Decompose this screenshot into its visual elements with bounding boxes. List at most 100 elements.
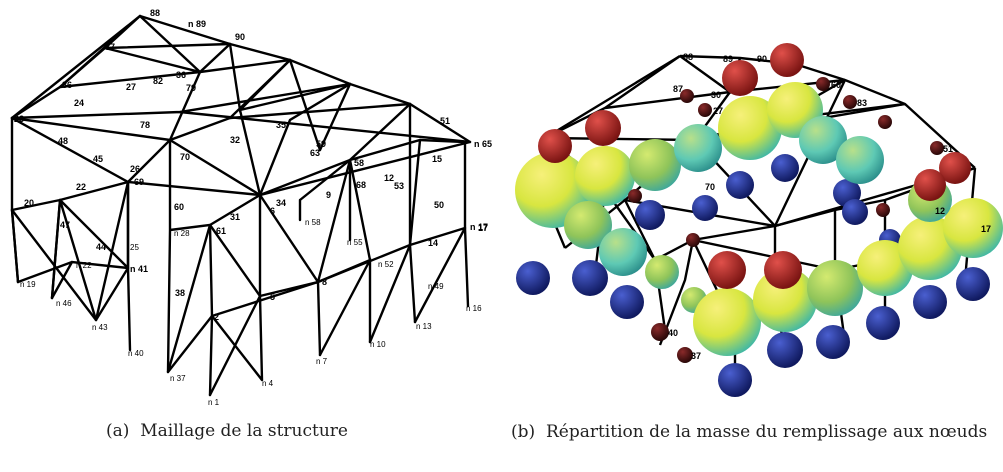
node-label: 78 [140, 120, 150, 130]
node-mass-sphere [753, 268, 817, 332]
node-mass-sphere [914, 169, 946, 201]
node-mass-sphere [575, 146, 635, 206]
caption-a: (a) Maillage de la structure [106, 421, 466, 441]
node-label: n 10 [370, 340, 386, 349]
mass-distribution-figure: 88 89 90 87 30 60 83 27 51 70 40 37 17 1… [505, 0, 1003, 410]
node-label: 88 [683, 52, 693, 62]
node-label: 86 [62, 80, 72, 90]
node-label: n 4 [262, 379, 274, 388]
node-mass-sphere [651, 323, 669, 341]
node-label: 36 [176, 70, 186, 80]
node-label: 90 [235, 32, 245, 42]
node-label: n 49 [428, 282, 444, 291]
node-label: n 65 [474, 139, 492, 149]
node-label: 17 [478, 223, 488, 233]
caption-a-marker: (a) [106, 421, 130, 441]
node-mass-sphere [956, 267, 990, 301]
mesh-node-labels: 88 n 89 90 87 86 24 23 27 82 36 79 78 48… [14, 8, 492, 407]
structure-mesh-figure: 88 n 89 90 87 86 24 23 27 82 36 79 78 48… [0, 0, 500, 410]
caption-a-text: Maillage de la structure [140, 421, 348, 441]
node-label: 40 [668, 328, 678, 338]
node-label: 59 [316, 139, 326, 149]
node-label: 51 [943, 144, 953, 154]
node-label: 68 [356, 180, 366, 190]
mass-distribution-svg: 88 89 90 87 30 60 83 27 51 70 40 37 17 1… [515, 43, 1003, 397]
node-label: 26 [130, 164, 140, 174]
node-labels: 88 89 90 87 30 60 83 27 51 70 40 37 17 1… [668, 52, 991, 361]
node-label: 70 [180, 152, 190, 162]
node-label: 70 [705, 182, 715, 192]
node-label: 90 [757, 54, 767, 64]
node-label: 12 [384, 173, 394, 183]
node-label: 2 [214, 312, 219, 322]
node-mass-sphere [726, 171, 754, 199]
node-label: 20 [24, 198, 34, 208]
node-mass-sphere [610, 285, 644, 319]
node-mass-sphere [836, 136, 884, 184]
node-mass-sphere [628, 189, 642, 203]
node-label: 47 [60, 220, 70, 230]
caption-b-marker: (b) [511, 422, 536, 442]
node-mass-sphere [799, 116, 847, 164]
node-label: 50 [434, 200, 444, 210]
node-mass-sphere [693, 288, 761, 356]
mass-spheres [515, 43, 1003, 397]
node-mass-sphere [692, 195, 718, 221]
node-label: 45 [93, 154, 103, 164]
node-mass-sphere [770, 43, 804, 77]
node-label: 44 [96, 242, 106, 252]
node-mass-sphere [930, 141, 944, 155]
node-label: 15 [432, 154, 442, 164]
node-mass-sphere [677, 347, 693, 363]
node-mass-sphere [816, 325, 850, 359]
node-label: 38 [175, 288, 185, 298]
node-mass-sphere [764, 251, 802, 289]
node-mass-sphere [866, 306, 900, 340]
node-mass-sphere [913, 285, 947, 319]
node-mass-sphere [538, 129, 572, 163]
node-label: 24 [74, 98, 84, 108]
node-label: 60 [831, 80, 841, 90]
node-label: 6 [270, 206, 275, 216]
node-label: 53 [394, 181, 404, 191]
node-label: 32 [230, 135, 240, 145]
node-label: 37 [691, 351, 701, 361]
node-label: 89 [723, 54, 733, 64]
node-label: 22 [76, 182, 86, 192]
node-label: 25 [130, 243, 139, 252]
node-label: 34 [276, 198, 286, 208]
node-label: 82 [153, 76, 163, 86]
node-label: n 13 [416, 322, 432, 331]
node-label: n 40 [128, 349, 144, 358]
node-mass-sphere [572, 260, 608, 296]
node-label: 79 [186, 83, 196, 93]
structure-mesh-svg: 88 n 89 90 87 86 24 23 27 82 36 79 78 48… [10, 8, 492, 407]
node-label: 48 [58, 136, 68, 146]
node-mass-sphere [635, 200, 665, 230]
node-label: 14 [428, 238, 438, 248]
node-label: n 55 [347, 238, 363, 247]
node-mass-sphere [842, 199, 868, 225]
node-mass-sphere [674, 124, 722, 172]
node-mass-sphere [585, 110, 621, 146]
node-mass-sphere [878, 115, 892, 129]
node-mass-sphere [680, 89, 694, 103]
node-label: 27 [713, 106, 723, 116]
node-label: 35 [276, 120, 286, 130]
node-mass-sphere [767, 332, 803, 368]
node-label: n 52 [378, 260, 394, 269]
node-mass-sphere [843, 95, 857, 109]
node-label: 58 [354, 158, 364, 168]
node-label: 8 [322, 277, 327, 287]
node-label: 60 [174, 202, 184, 212]
node-mass-sphere [771, 154, 799, 182]
node-label: n 28 [174, 229, 190, 238]
node-mass-sphere [516, 261, 550, 295]
node-label: 87 [673, 84, 683, 94]
node-label: n 41 [130, 264, 148, 274]
node-label: n 16 [466, 304, 482, 313]
node-label: 30 [711, 90, 721, 100]
node-mass-sphere [564, 201, 612, 249]
node-label: 27 [126, 82, 136, 92]
node-label: n 7 [316, 357, 328, 366]
